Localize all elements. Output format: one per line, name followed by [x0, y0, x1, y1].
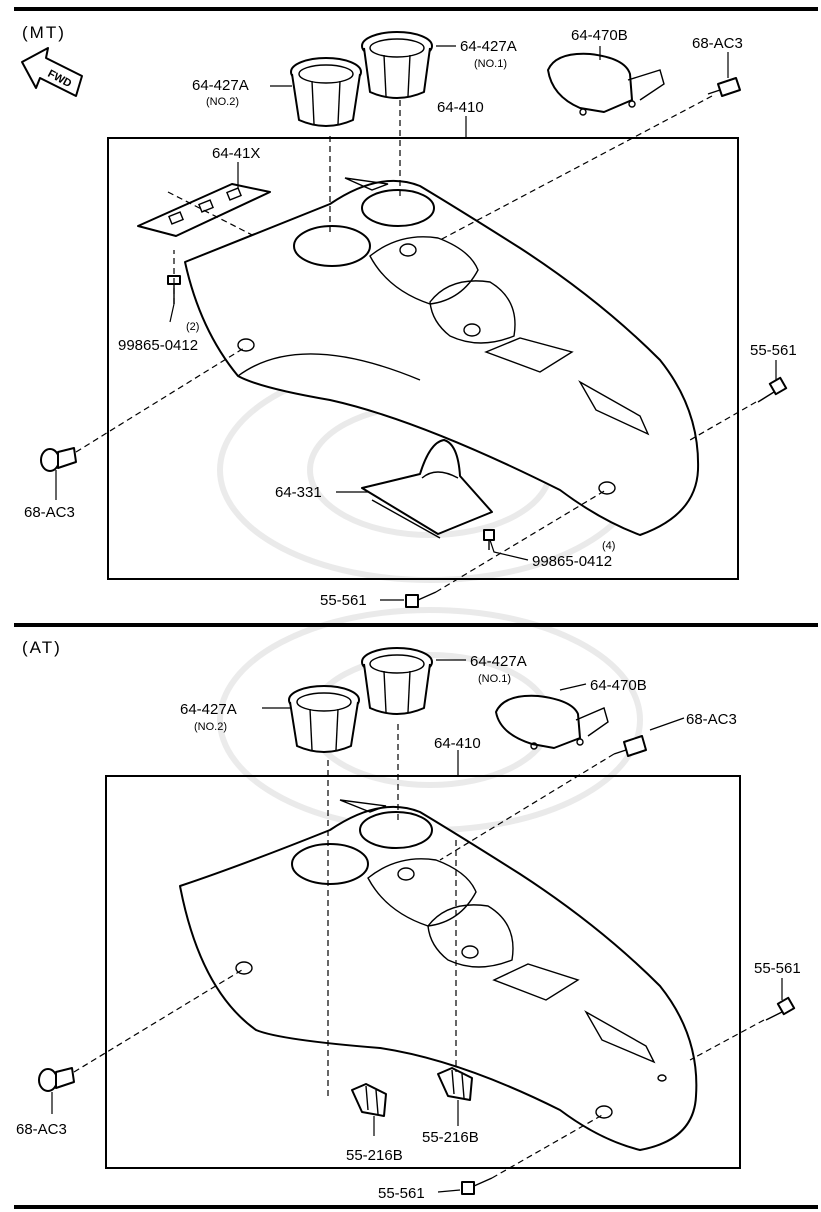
- dash-line: [689, 401, 757, 441]
- label-cup-no2-sub-mt: (NO.2): [206, 96, 239, 108]
- label-cup-no2-at: 64-427A: [180, 701, 237, 718]
- dash-line: [75, 347, 245, 453]
- dash-line: [689, 1019, 765, 1061]
- label-boot-mt: 64-331: [275, 484, 322, 501]
- bolt-bottom-mt: [405, 591, 437, 608]
- label-cup-no1-mt: 64-427A: [460, 38, 517, 55]
- dash-line: [491, 1113, 605, 1179]
- lid: [495, 694, 609, 750]
- label-cup-no1-at: 64-427A: [470, 653, 527, 670]
- dash-line: [439, 753, 615, 861]
- cup-holder-no1: [361, 647, 433, 715]
- label-lid-mt: 64-470B: [571, 27, 628, 44]
- cup-holder-no2: [290, 57, 362, 127]
- dash-line: [439, 95, 713, 241]
- lid: [547, 52, 665, 116]
- label-cup-no2-mt: 64-427A: [192, 77, 249, 94]
- label-clip-left-mt: 68-AC3: [24, 504, 75, 521]
- section-mt: (MT) FWD: [21, 23, 797, 609]
- leader-line: [169, 303, 175, 323]
- nut-left-at: [351, 1083, 387, 1117]
- console-body-mt: [184, 177, 700, 536]
- clip-left-mt: [40, 447, 77, 472]
- label-bolt-bottom-mt: 55-561: [320, 592, 367, 609]
- console-body-at: [179, 799, 698, 1151]
- label-bolt-right-at: 55-561: [754, 960, 801, 977]
- label-screw-bottom-mt: 99865-0412: [532, 553, 612, 570]
- clip-top-at: [613, 735, 647, 757]
- label-bracket-mt: 64-41X: [212, 145, 260, 162]
- label-cup-no1-sub-mt: (NO.1): [474, 58, 507, 70]
- label-cup-no2-sub-at: (NO.2): [194, 721, 227, 733]
- bracket: [137, 183, 271, 241]
- label-screw-left-mt: 99865-0412: [118, 337, 198, 354]
- clip-left-at: [38, 1067, 75, 1092]
- fwd-arrow-icon: FWD: [21, 47, 83, 97]
- label-cup-no1-sub-at: (NO.1): [478, 673, 511, 685]
- label-screw-bottom-qty-mt: (4): [602, 540, 615, 552]
- section-title-mt: (MT): [22, 23, 66, 42]
- section-at: (AT): [16, 638, 801, 1202]
- dash-line: [435, 489, 607, 593]
- clip-top-mt: [707, 77, 741, 97]
- dash-line: [73, 969, 243, 1073]
- bolt-right-at: [765, 996, 796, 1021]
- label-lid-at: 64-470B: [590, 677, 647, 694]
- label-clip-top-at: 68-AC3: [686, 711, 737, 728]
- label-nut-left-at: 55-216B: [346, 1147, 403, 1164]
- label-nut-right-at: 55-216B: [422, 1129, 479, 1146]
- label-screw-left-qty-mt: (2): [186, 321, 199, 333]
- bolt-right-mt: [757, 376, 788, 403]
- at-frame: [105, 775, 741, 1169]
- shift-boot: [361, 439, 493, 539]
- screw-bottom-mt: [483, 529, 495, 550]
- bolt-bottom-at: [461, 1177, 493, 1195]
- mt-frame: [107, 137, 739, 580]
- leader-line: [559, 683, 587, 691]
- section-title-at: (AT): [22, 638, 62, 657]
- cup-holder-no1: [361, 31, 433, 99]
- nut-right-at: [437, 1067, 473, 1101]
- leader-line: [649, 717, 685, 731]
- label-bolt-bottom-at: 55-561: [378, 1185, 425, 1202]
- label-clip-top-mt: 68-AC3: [692, 35, 743, 52]
- label-console-at: 64-410: [434, 735, 481, 752]
- label-clip-left-at: 68-AC3: [16, 1121, 67, 1138]
- leader-line: [437, 1189, 461, 1193]
- label-bolt-right-mt: 55-561: [750, 342, 797, 359]
- leader-line: [489, 539, 529, 561]
- label-console-mt: 64-410: [437, 99, 484, 116]
- cup-holder-no2: [288, 685, 360, 753]
